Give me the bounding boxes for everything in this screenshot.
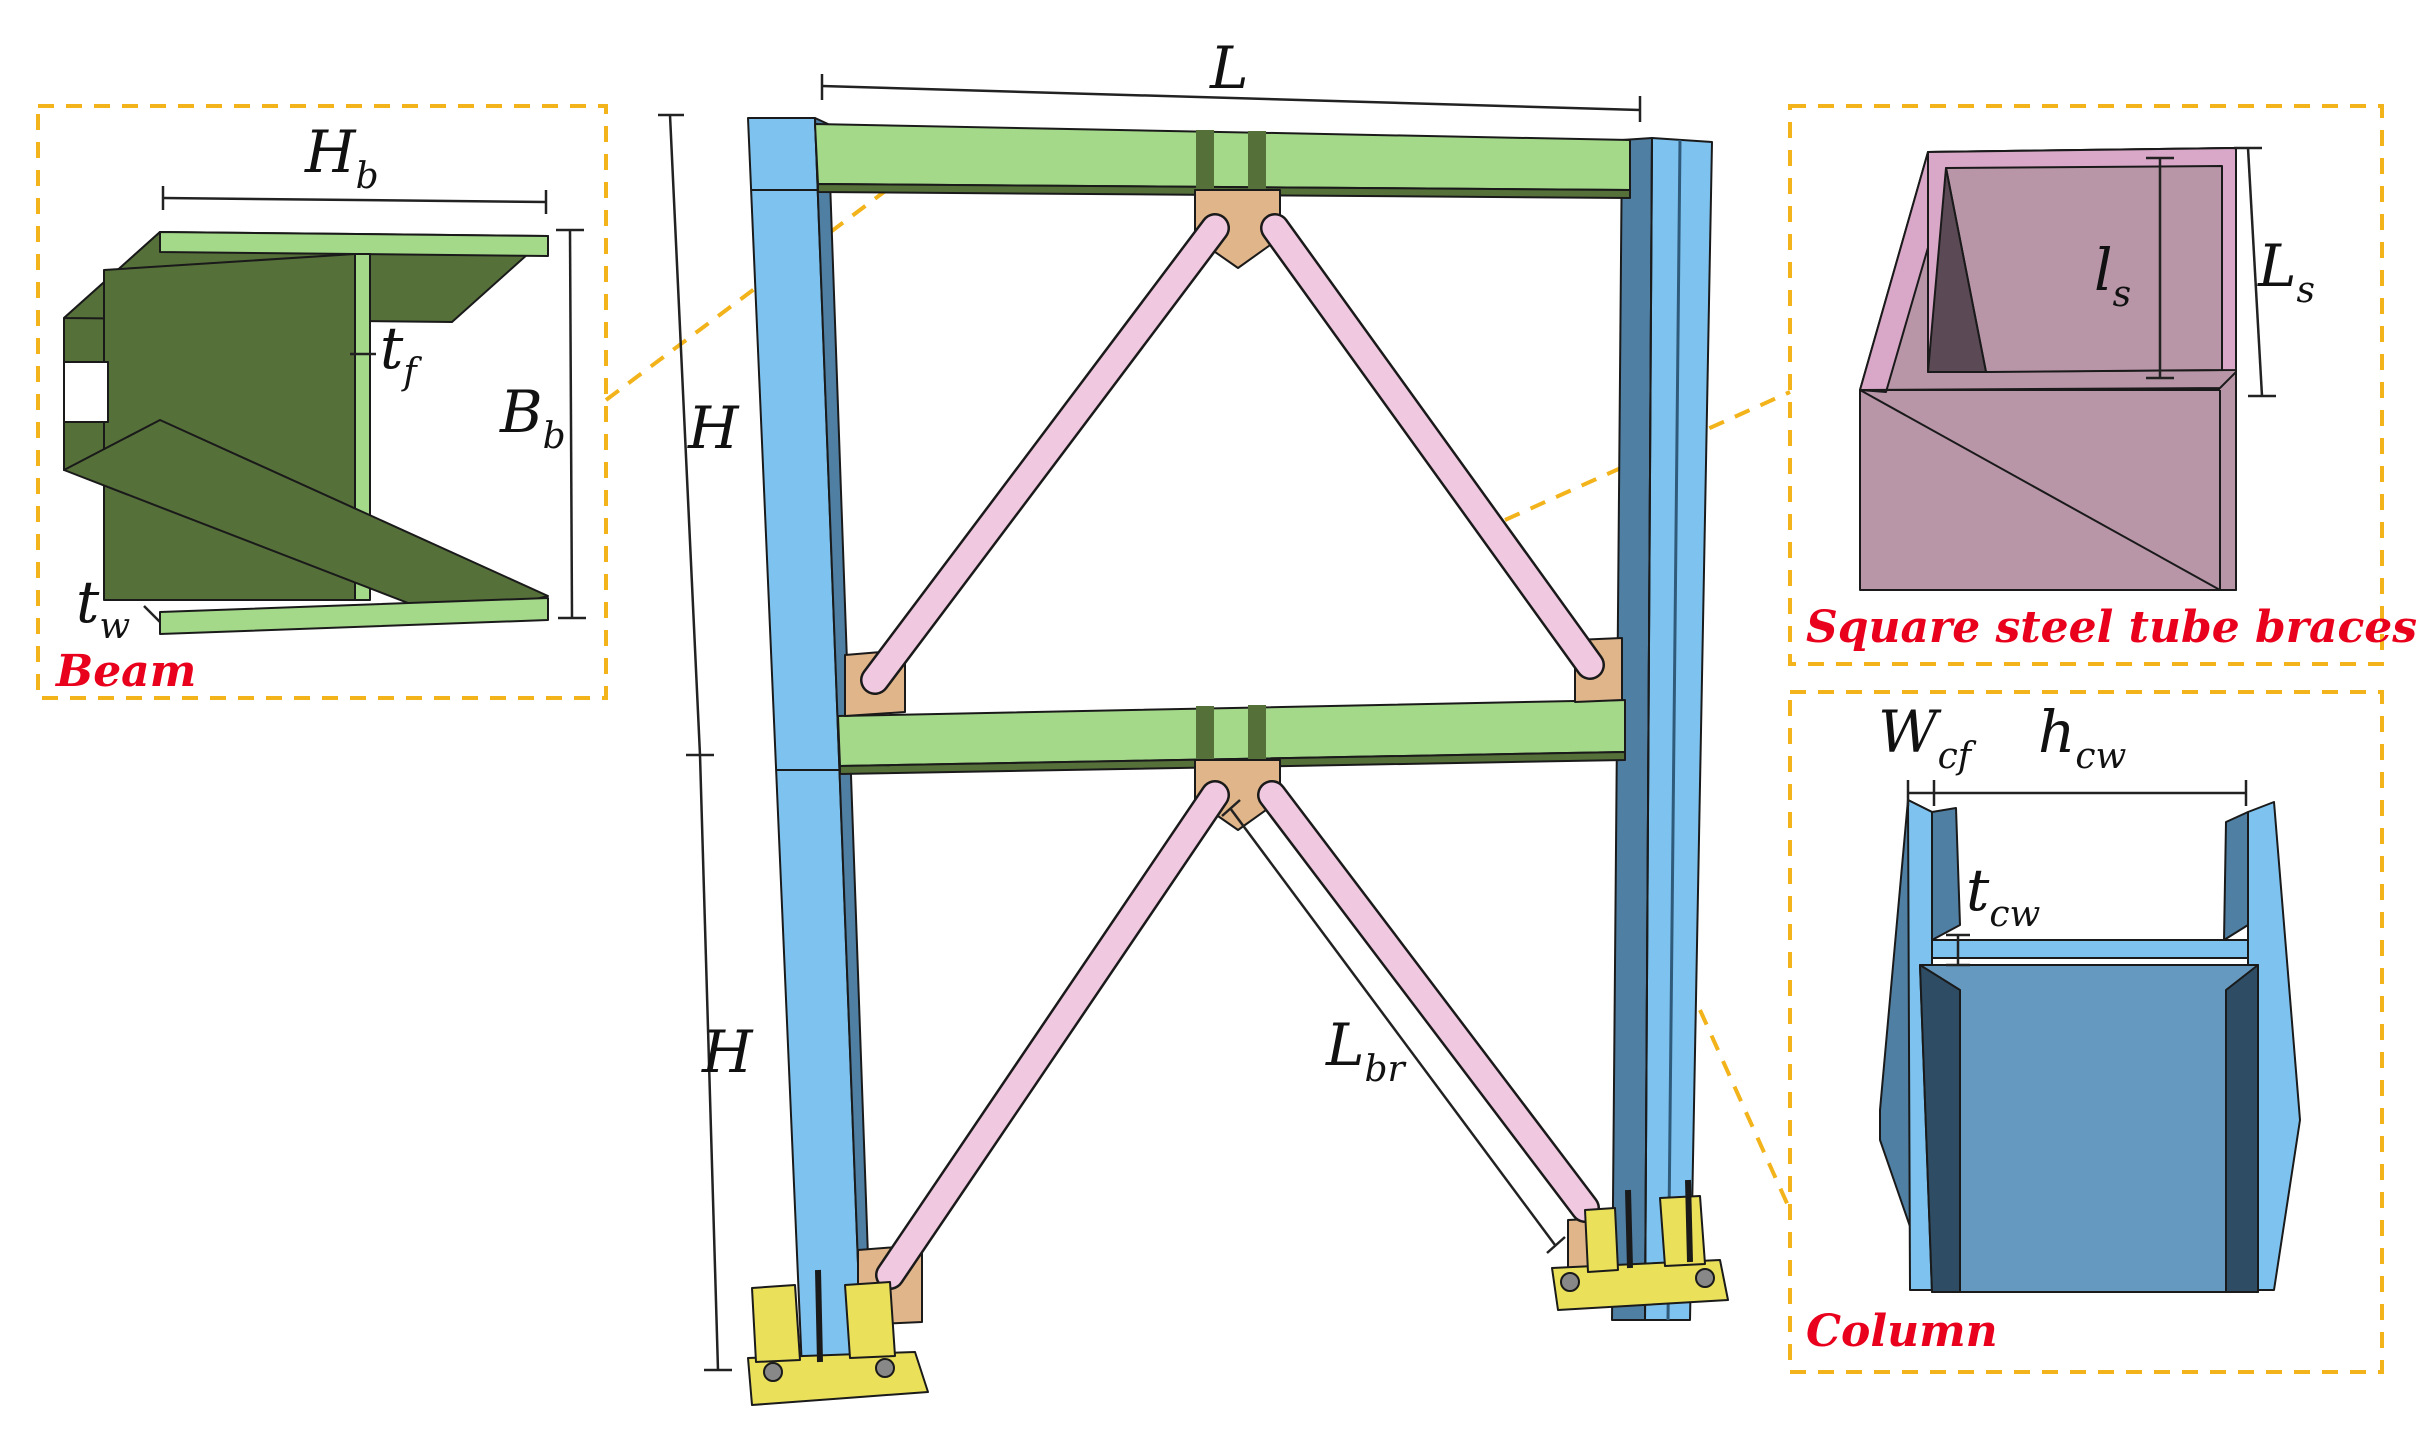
- column-dimensions: Wcf hcw tcw: [1878, 698, 2248, 967]
- beam-dimensions: Hb Bb tf tw: [76, 118, 586, 647]
- right-column: [1611, 137, 1713, 1321]
- lower-height-label: H: [701, 1018, 754, 1086]
- column-section: [1879, 799, 2301, 1293]
- outer-side-label: Ls: [2257, 232, 2315, 311]
- inner-side-label: ls: [2094, 236, 2131, 315]
- square-tube-section: [1859, 147, 2237, 591]
- web-thickness-label: tw: [76, 568, 130, 647]
- brace-callout-box: [1788, 104, 2384, 666]
- upper-beam: [814, 123, 1631, 199]
- beam-section: [63, 231, 549, 635]
- beam-leader-line: [604, 178, 902, 402]
- steel-frame: [747, 117, 1729, 1406]
- beam-caption: Beam: [54, 646, 196, 697]
- height-dimension: H H: [658, 113, 754, 1372]
- span-dimension: L: [820, 34, 1642, 122]
- beam-callout-box: [36, 104, 608, 700]
- brace-length-label: Lbr: [1325, 1011, 1407, 1090]
- square-tube-dimensions: ls Ls: [2094, 146, 2315, 398]
- beam-width-label: Hb: [304, 118, 379, 197]
- column-web-thickness-label: tcw: [1966, 856, 2040, 935]
- column-caption: Column: [1806, 1306, 1998, 1357]
- upper-height-label: H: [687, 394, 740, 462]
- flange-width-label: Wcf: [1878, 698, 1977, 777]
- brace-caption: Square steel tube braces: [1806, 602, 2417, 653]
- beam-height-label: Bb: [499, 378, 566, 457]
- right-base-plate: [1551, 1179, 1729, 1311]
- left-base-plate: [747, 1269, 929, 1406]
- column-leader-line: [1698, 1009, 1792, 1211]
- flange-thickness-label: tf: [380, 314, 422, 393]
- lower-beam: [837, 699, 1626, 775]
- braces: [860, 213, 1605, 1290]
- brace-leader-line: [1504, 390, 1791, 522]
- brace-length-dimension: Lbr: [1221, 799, 1566, 1254]
- span-label: L: [1209, 34, 1249, 102]
- column-callout-box: [1788, 690, 2384, 1374]
- web-height-label: hcw: [2038, 698, 2127, 777]
